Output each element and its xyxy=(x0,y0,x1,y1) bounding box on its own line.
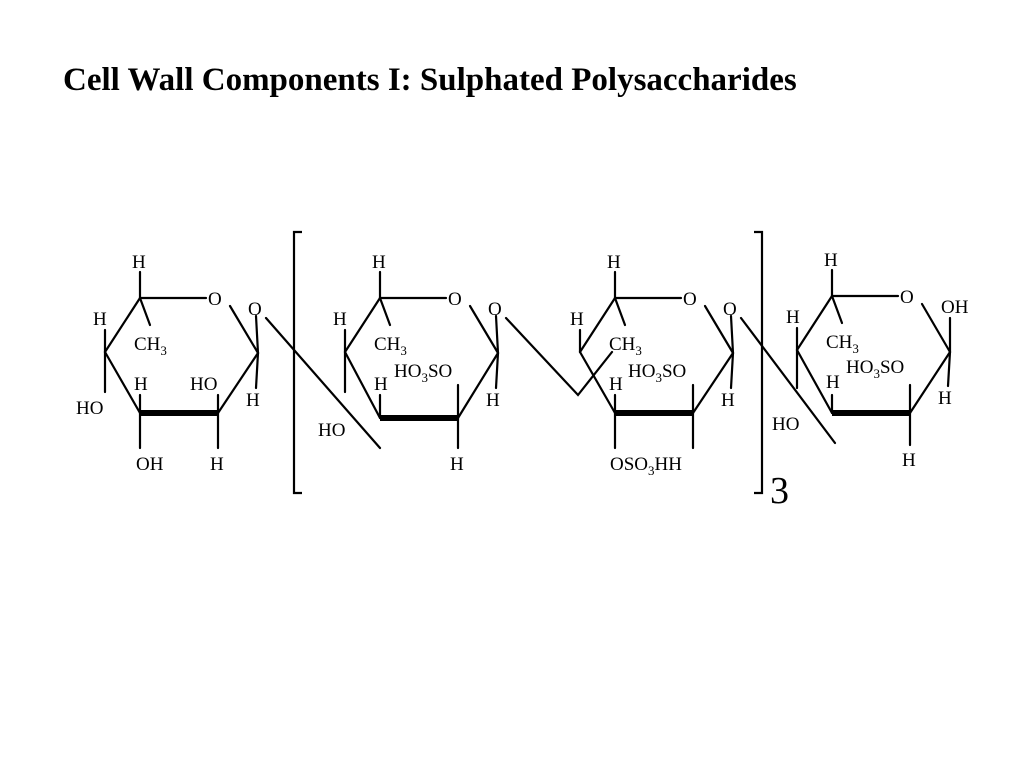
atom-label: H xyxy=(786,307,800,328)
sulphate-label: HO3SO xyxy=(846,357,904,381)
atom-label: H xyxy=(824,250,838,271)
methyl-label: CH3 xyxy=(826,332,859,356)
atom-label: H xyxy=(450,454,464,475)
sulphate-label: HO3SO xyxy=(394,361,452,385)
repeat-bracket-left xyxy=(292,230,302,495)
methyl-label: CH3 xyxy=(134,334,167,358)
ring-oxygen-label: O xyxy=(900,287,914,308)
hydroxyl-label: HO xyxy=(76,398,103,419)
hydroxyl-label: OH xyxy=(941,297,969,318)
sugar-ring-3: H O O H CH3 H HO3SO H OSO3HH xyxy=(570,252,737,478)
hydroxyl-label: OH xyxy=(136,454,164,475)
hydroxyl-label: HO xyxy=(772,414,799,435)
ring-oxygen-label: O xyxy=(208,289,222,310)
atom-label: H xyxy=(486,390,500,411)
methyl-label: CH3 xyxy=(609,334,642,358)
atom-label: H xyxy=(210,454,224,475)
glycosidic-bond xyxy=(264,316,382,450)
ring-oxygen-label: O xyxy=(683,289,697,310)
atom-label: H xyxy=(246,390,260,411)
glycosidic-bond xyxy=(739,316,837,445)
atom-label: H xyxy=(374,374,388,395)
atom-label: H xyxy=(132,252,146,273)
atom-label: H xyxy=(570,309,584,330)
atom-label: H xyxy=(93,309,107,330)
atom-label: H xyxy=(938,388,952,409)
glycosidic-oxygen-label: O xyxy=(248,299,262,320)
hydroxyl-label: HO xyxy=(318,420,345,441)
repeat-bracket-right xyxy=(754,230,764,495)
sugar-ring-1: H O O H CH3 H HO HO H OH H xyxy=(76,252,262,475)
repeat-count-label: 3 xyxy=(770,470,789,512)
methyl-label: CH3 xyxy=(374,334,407,358)
atom-label: H xyxy=(902,450,916,471)
glycosidic-oxygen-label: O xyxy=(488,299,502,320)
slide-title: Cell Wall Components I: Sulphated Polysa… xyxy=(63,62,797,98)
ring-oxygen-label: O xyxy=(448,289,462,310)
sulphate-label: OSO3HH xyxy=(610,454,682,478)
atom-label: H xyxy=(721,390,735,411)
glycosidic-oxygen-label: O xyxy=(723,299,737,320)
atom-label: H xyxy=(826,372,840,393)
hydroxyl-label: HO xyxy=(190,374,217,395)
atom-label: H xyxy=(134,374,148,395)
atom-label: H xyxy=(609,374,623,395)
atom-label: H xyxy=(607,252,621,273)
glycosidic-bond xyxy=(504,316,614,397)
sugar-ring-4: H O OH H CH3 H HO3SO HO H H xyxy=(772,250,969,471)
atom-label: H xyxy=(333,309,347,330)
atom-label: H xyxy=(372,252,386,273)
sulphate-label: HO3SO xyxy=(628,361,686,385)
sugar-ring-2: H O O H CH3 H HO3SO HO H H xyxy=(318,252,502,475)
